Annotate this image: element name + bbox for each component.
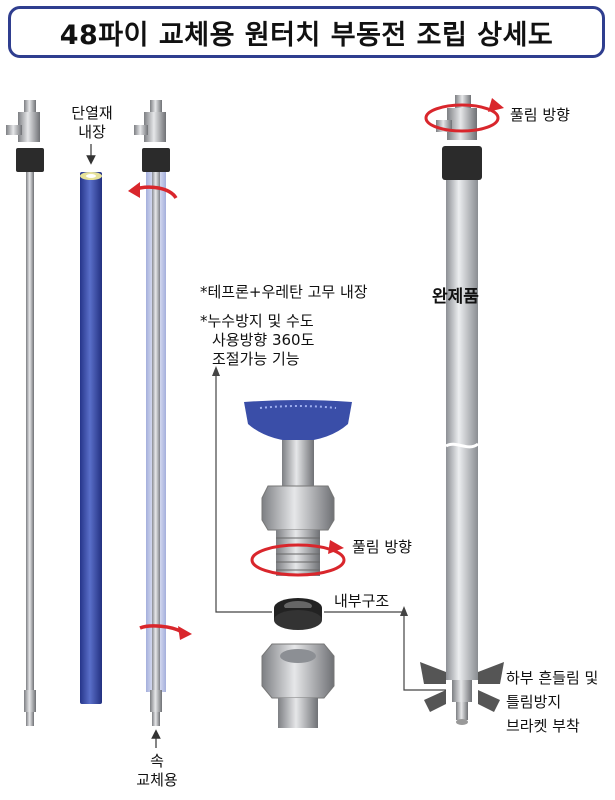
feature-leak-line: *누수방지 및 수도 [200, 312, 314, 330]
connector-line [215, 372, 272, 613]
metal-rod [26, 172, 34, 692]
complete-product [420, 95, 504, 725]
insulation-label-line: 단열재 [71, 104, 113, 122]
pipe-1-assembly [6, 100, 44, 726]
page-title: 48파이 교체용 원터치 부동전 조립 상세도 [59, 19, 554, 51]
title-box: 48파이 교체용 원터치 부동전 조립 상세도 [8, 6, 605, 58]
internal-structure-label: 내부구조 [334, 592, 390, 610]
rotation-arrow-icon [250, 543, 346, 577]
feature-leak-label: *누수방지 및 수도 사용방향 360도 조절가능 기능 [200, 312, 314, 369]
inner-replacement-pipe [134, 100, 170, 726]
exploded-view [244, 400, 352, 728]
rotation-arrow-icon [424, 103, 500, 133]
inner-replacement-line: 교체용 [136, 771, 178, 789]
feature-leak-line: 조절가능 기능 [212, 350, 300, 368]
bracket-label-line: 하부 흔들림 및 [506, 669, 599, 687]
bracket-label-line: 틀림방지 [506, 693, 562, 711]
bracket-label: 하부 흔들림 및 틀림방지 브라켓 부착 [506, 666, 598, 738]
release-direction-mid-label: 풀림 방향 [352, 538, 412, 556]
complete-product-label: 완제품 [432, 287, 479, 307]
feature-leak-line: 사용방향 360도 [212, 331, 315, 349]
release-direction-top-label: 풀림 방향 [510, 106, 570, 124]
inner-replacement-label: 속 교체용 [122, 752, 192, 790]
feature-teflon-label: *테프론+우레탄 고무 내장 [200, 283, 368, 301]
connector-line [324, 611, 446, 691]
insulation-label: 단열재 내장 [62, 104, 122, 142]
insulation-pipe [80, 172, 102, 704]
valve-handle-icon [24, 100, 36, 114]
inner-replacement-line: 속 [150, 752, 164, 770]
bracket-label-line: 브라켓 부착 [506, 717, 580, 735]
insulation-label-line: 내장 [78, 123, 106, 141]
cap-nut-icon [16, 148, 44, 172]
